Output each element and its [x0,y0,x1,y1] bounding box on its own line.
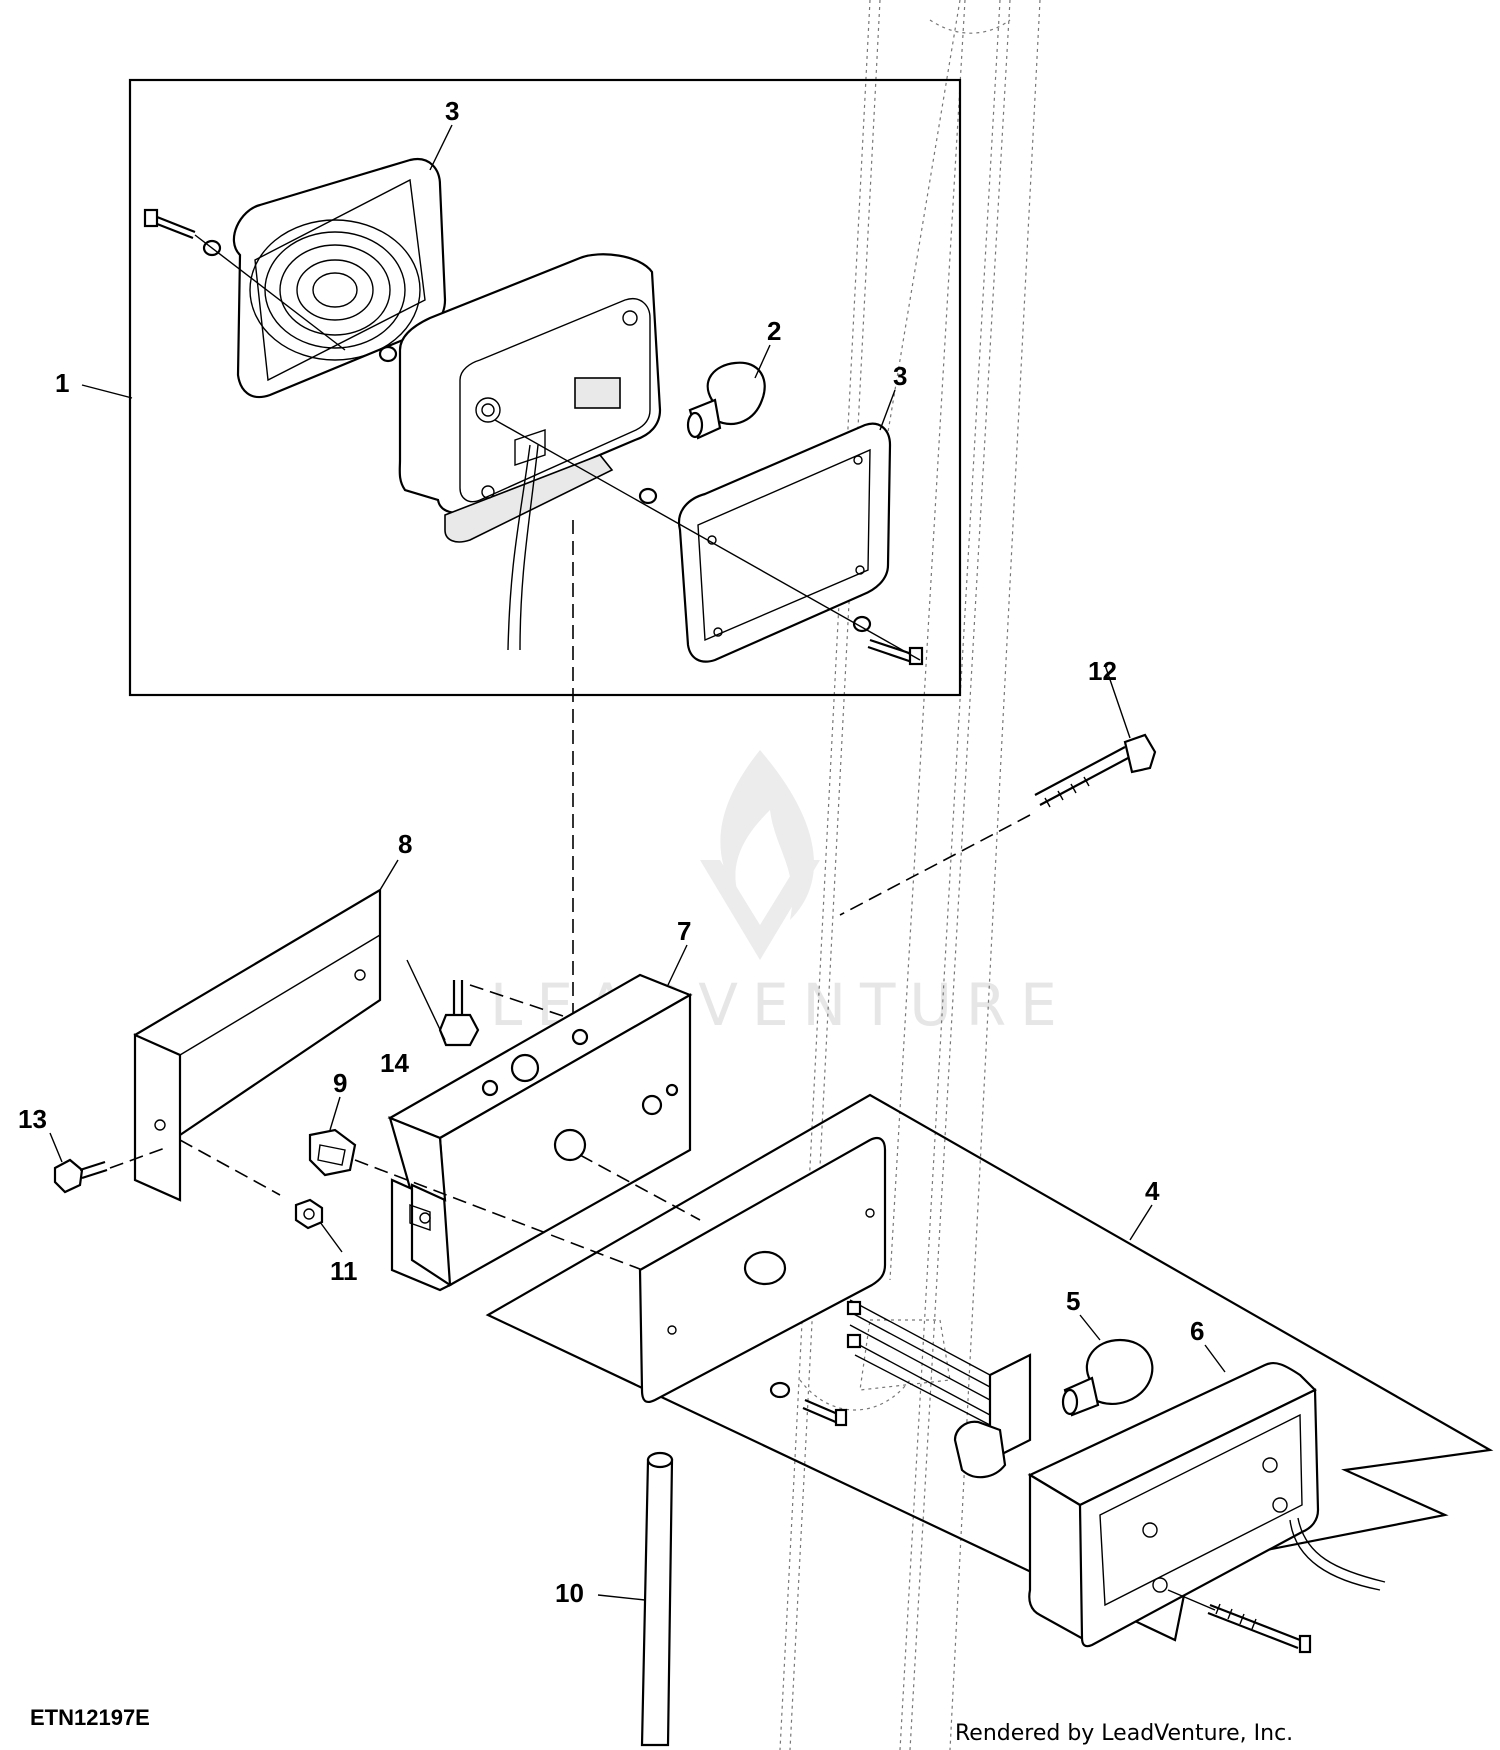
mounting-guide-line-2 [839,814,1031,916]
housing-screw [1167,1589,1312,1654]
leadventure-watermark: LEADVENTURE [490,750,1057,1039]
lamp-assembly-frame [128,78,962,697]
bolt-13 [53,1139,281,1196]
bulb-5 [1061,1338,1154,1417]
callout-11: 11 [330,1256,358,1286]
cab-pillar-outline [779,0,1041,1750]
callout-3-upper: 3 [445,96,459,126]
callout-5: 5 [1066,1286,1080,1316]
lens-3-lower [677,422,892,663]
lamp-socket-harness [846,1299,1032,1479]
lens-screw-upper-left [143,208,346,351]
washer-left [378,345,398,363]
drawing-code: ETN12197E [30,1705,150,1730]
assembly-4-outline [485,1093,1494,1642]
bulb-2 [686,361,766,440]
leader-lines [49,124,1226,1601]
bolt-12 [1034,733,1157,808]
callout-14: 14 [380,1048,409,1078]
plate-8 [133,888,382,1202]
clip-9 [308,1128,357,1177]
callout-12: 12 [1088,656,1117,686]
callout-10: 10 [555,1578,584,1608]
callout-2: 2 [767,316,781,346]
callout-6: 6 [1190,1316,1204,1346]
callout-8: 8 [398,829,412,859]
washer-right-upper [638,487,658,505]
panel-screw [769,1381,848,1427]
callout-4: 4 [1145,1176,1160,1206]
bracket-7 [354,973,761,1316]
lamp-housing-6 [1027,1361,1386,1648]
washer-right-lower [852,615,872,633]
lens-screw-lower-right [494,419,924,666]
callout-1: 1 [55,368,69,398]
callout-9: 9 [333,1068,347,1098]
lens-3-upper [232,157,447,399]
nut-11 [294,1198,324,1230]
callout-3-lower: 3 [893,361,907,391]
callout-7: 7 [677,916,691,946]
v-logo-icon [700,860,820,960]
callout-13: 13 [18,1104,47,1134]
lamp-housing [398,253,662,651]
mounting-plate [638,1136,887,1404]
render-credit: Rendered by LeadVenture, Inc. [955,1721,1293,1746]
tube-10 [640,1451,674,1747]
